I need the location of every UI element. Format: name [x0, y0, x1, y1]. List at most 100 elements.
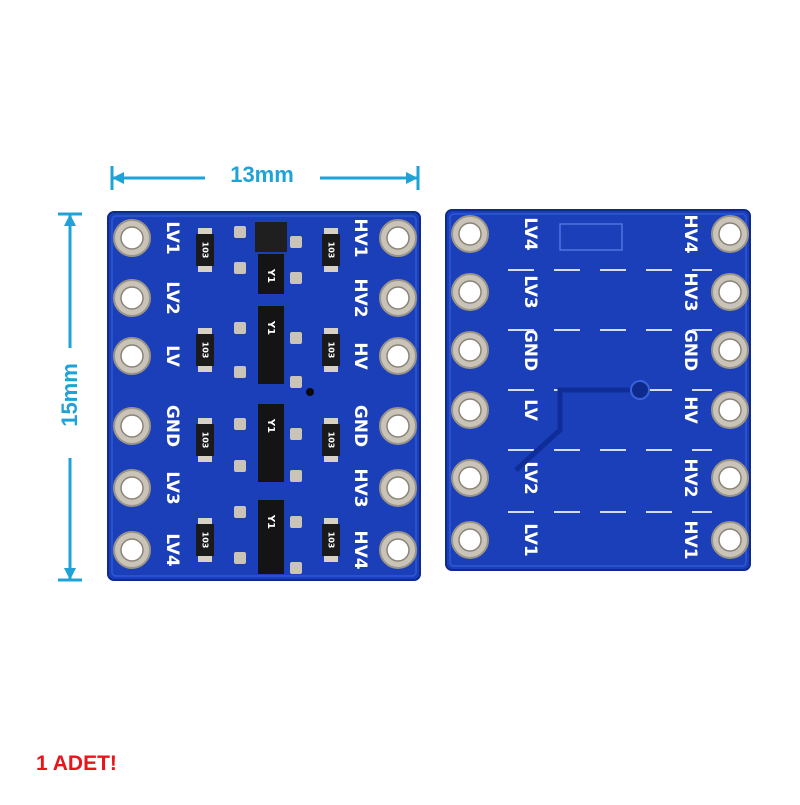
back-left-pin-label: GND: [520, 329, 540, 371]
pin-hole: [718, 280, 742, 304]
pin-hole: [120, 414, 144, 438]
transistor-marking: Y1: [265, 268, 276, 283]
front-left-pin-label: LV4: [162, 533, 182, 567]
smd-pad: [290, 470, 302, 482]
smd-pad: [290, 332, 302, 344]
pin-hole: [718, 338, 742, 362]
arrowhead-icon: [112, 172, 124, 184]
quantity-note: 1 ADET!: [36, 752, 117, 775]
pin-hole: [386, 538, 410, 562]
resistor-cap-top: [198, 228, 212, 234]
pin-hole: [458, 466, 482, 490]
pcb-edge-highlight: [449, 213, 747, 567]
back-right-pin-label: HV1: [680, 520, 700, 559]
smd-pad: [290, 516, 302, 528]
width-dimension-label: 13mm: [230, 162, 294, 187]
pin-hole: [120, 538, 144, 562]
resistor-cap-top: [198, 418, 212, 424]
pin-hole: [386, 344, 410, 368]
resistor-cap-top: [324, 328, 338, 334]
resistor-cap-top: [324, 228, 338, 234]
front-right-pin-label: HV2: [350, 278, 370, 317]
resistor-code: 103: [327, 342, 336, 359]
transistor-marking: Y1: [265, 320, 276, 335]
smd-resistor: [196, 524, 214, 556]
pin-hole: [386, 414, 410, 438]
back-left-pin-label: LV1: [520, 523, 540, 556]
back-right-pin-label: GND: [680, 329, 700, 371]
smd-resistor: [196, 234, 214, 266]
pin-hole: [386, 476, 410, 500]
resistor-code: 103: [327, 532, 336, 549]
via-hole: [630, 380, 650, 400]
smd-pad: [234, 552, 246, 564]
resistor-cap-bottom: [324, 556, 338, 562]
pin-hole: [120, 476, 144, 500]
smd-pad: [234, 322, 246, 334]
smd-pad: [234, 262, 246, 274]
smd-pad: [234, 366, 246, 378]
pin-hole: [718, 466, 742, 490]
back-left-pin-label: LV4: [520, 217, 540, 251]
resistor-cap-top: [198, 518, 212, 524]
smd-pad: [234, 226, 246, 238]
front-left-pin-label: LV2: [162, 281, 182, 314]
arrowhead-icon: [64, 214, 76, 226]
resistor-cap-bottom: [324, 456, 338, 462]
back-right-pin-label: HV4: [680, 214, 700, 253]
resistor-cap-bottom: [198, 556, 212, 562]
pcb-edge-highlight: [111, 215, 417, 577]
pin-hole: [458, 222, 482, 246]
pin-hole: [386, 286, 410, 310]
resistor-code: 103: [201, 532, 210, 549]
ground-trace: [514, 387, 640, 472]
arrowhead-icon: [64, 568, 76, 580]
mosfet-chip: [258, 306, 284, 384]
mosfet-chip-top: [255, 222, 287, 252]
resistor-cap-bottom: [198, 266, 212, 272]
resistor-code: 103: [327, 432, 336, 449]
smd-resistor: [196, 424, 214, 456]
resistor-cap-bottom: [324, 266, 338, 272]
pin-hole: [120, 226, 144, 250]
smd-resistor: [322, 524, 340, 556]
back-left-pin-label: LV: [520, 399, 540, 421]
smd-pad: [234, 506, 246, 518]
back-right-pin-label: HV2: [680, 458, 700, 497]
arrowhead-icon: [406, 172, 418, 184]
transistor-marking: Y1: [265, 514, 276, 529]
marking-box: [559, 223, 623, 251]
height-dimension-label: 15mm: [57, 363, 82, 427]
back-right-pin-label: HV: [680, 396, 700, 424]
smd-pad: [234, 460, 246, 472]
pin-hole: [718, 222, 742, 246]
smd-pad: [290, 236, 302, 248]
smd-pad: [290, 376, 302, 388]
front-left-pin-label: LV: [162, 345, 182, 367]
mosfet-chip: [258, 500, 284, 574]
front-left-pin-label: LV1: [162, 221, 182, 254]
resistor-cap-top: [324, 518, 338, 524]
resistor-cap-top: [198, 328, 212, 334]
front-right-pin-label: HV4: [350, 530, 370, 569]
pin-hole: [458, 528, 482, 552]
resistor-code: 103: [201, 342, 210, 359]
pin-hole: [120, 344, 144, 368]
back-right-pin-label: HV3: [680, 272, 700, 311]
transistor-marking: Y1: [265, 418, 276, 433]
smd-pad: [290, 272, 302, 284]
resistor-cap-top: [324, 418, 338, 424]
mosfet-chip: [258, 404, 284, 482]
pin-hole: [120, 286, 144, 310]
resistor-cap-bottom: [198, 366, 212, 372]
resistor-code: 103: [327, 242, 336, 259]
smd-pad: [290, 428, 302, 440]
pin-hole: [458, 280, 482, 304]
smd-resistor: [322, 334, 340, 366]
pin-hole: [458, 398, 482, 422]
dimension-lines: [58, 166, 420, 582]
pin-hole: [458, 338, 482, 362]
